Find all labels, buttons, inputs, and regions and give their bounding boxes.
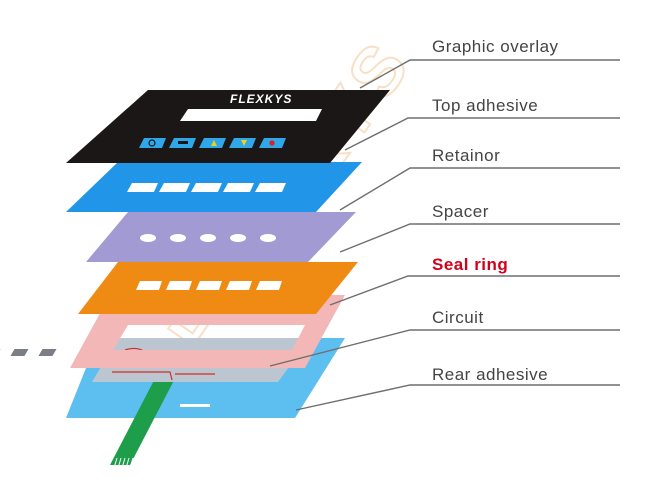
layer-graphic-overlay: FLEXKYS [66,90,390,163]
layer-top-adhesive [66,162,362,212]
label-top-adhesive: Top adhesive [432,96,538,115]
power-icon [139,138,166,148]
leader-rear-adhesive [295,384,620,411]
dot-icon [259,138,286,148]
triangle-down-icon [229,138,256,148]
triangle-up-icon [199,138,226,148]
top-adhesive-windows [127,183,286,192]
leader-spacer [339,223,620,253]
leader-graphic-overlay [359,59,620,89]
label-retainor: Retainor [432,146,500,165]
overlay-display-window [180,109,322,121]
set-icon [169,138,196,148]
overlay-keypad [139,138,286,148]
leader-lines [269,59,620,411]
circuit-tail [110,365,182,465]
leader-top-adhesive [344,117,620,151]
retainor-holes [140,234,276,242]
layer-retainor [86,212,356,262]
label-circuit: Circuit [432,308,484,327]
rear-adhesive-slot [180,404,210,407]
retainor-sheet [86,212,356,262]
leader-retainor [339,167,620,211]
brand-logo: FLEXKYS [230,92,292,106]
tail-connector-pins [113,457,134,469]
leader-circuit [269,329,620,367]
leader-seal-ring [329,275,620,306]
label-rear-adhesive: Rear adhesive [432,365,548,384]
spacer-windows [136,281,282,290]
label-seal-ring: Seal ring [432,255,508,274]
label-graphic-overlay: Graphic overlay [432,37,559,56]
layer-labels: Graphic overlay Top adhesive Retainor Sp… [432,37,559,384]
label-spacer: Spacer [432,202,489,221]
layer-spacer [78,262,358,314]
circuit-contacts [0,349,57,356]
